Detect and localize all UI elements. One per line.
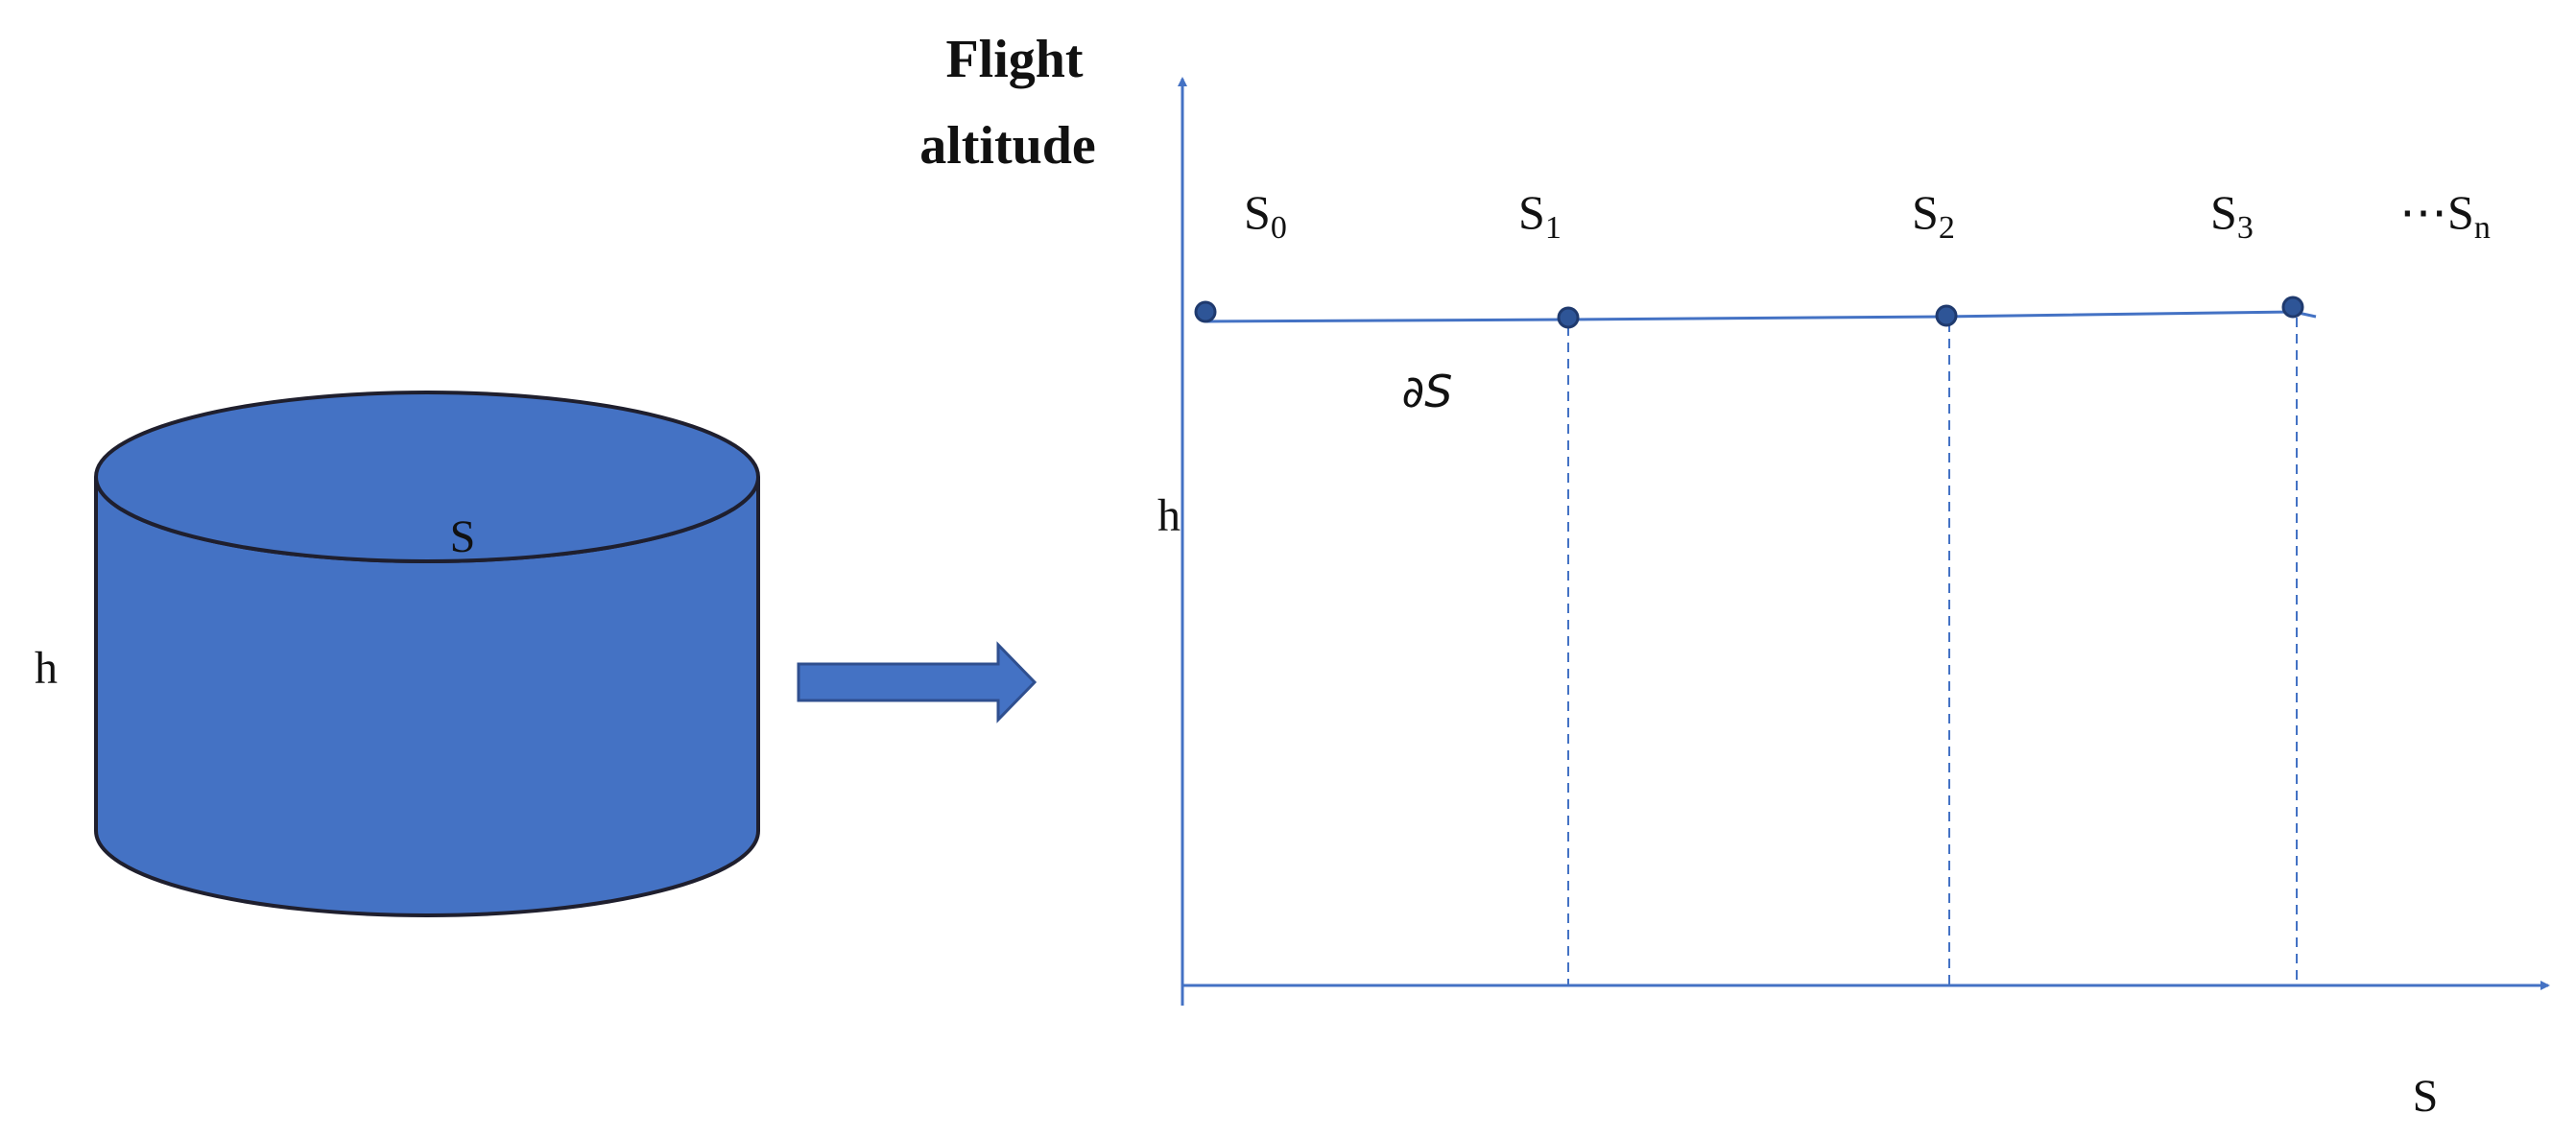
- x-axis-label: S: [2413, 1071, 2439, 1122]
- path-points: [1194, 296, 2304, 329]
- point-s3: [2281, 296, 2304, 319]
- point-s1: [1557, 306, 1580, 329]
- point-label-s1: S1: [1518, 185, 1562, 246]
- point-s2: [1935, 304, 1958, 327]
- cylinder-height-label: h: [35, 643, 58, 694]
- y-axis-title-line2: altitude: [919, 116, 1096, 176]
- height-label: h: [1157, 490, 1181, 541]
- y-axis-title-line1: Flight: [945, 30, 1083, 89]
- point-label-s3: S3: [2210, 185, 2254, 246]
- point-label-s2: S2: [1912, 185, 1955, 246]
- segment-label: ∂S: [1402, 366, 1453, 417]
- cylinder: [94, 391, 760, 917]
- cylinder-top: [94, 391, 760, 563]
- point-s0: [1194, 300, 1217, 323]
- point-label-sn: ⋯Sn: [2399, 185, 2491, 246]
- flight-path-line: [1205, 310, 2317, 323]
- point-label-s0: S0: [1244, 185, 1287, 246]
- cylinder-top-label: S: [450, 511, 476, 562]
- transition-arrow: [797, 641, 1038, 723]
- drop-lines: [1567, 318, 2298, 985]
